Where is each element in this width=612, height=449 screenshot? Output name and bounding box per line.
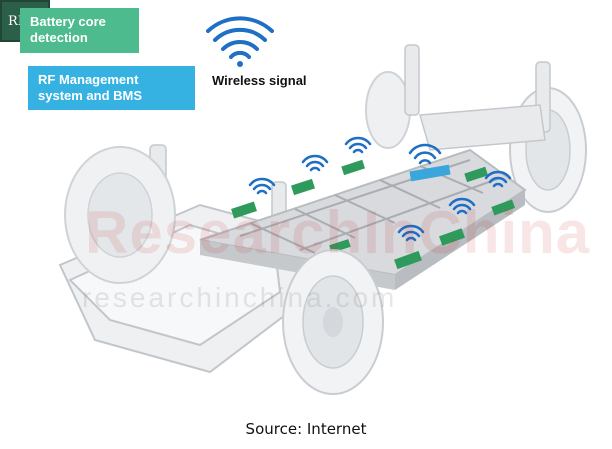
wifi-signal-icon <box>301 154 329 172</box>
wifi-signal-icon <box>248 177 276 195</box>
front-left-wheel <box>64 146 176 284</box>
wifi-signal-icon <box>408 143 442 165</box>
watermark-logo: ResearchInChina <box>85 199 591 266</box>
wireless-signal-label: Wireless signal <box>212 73 307 88</box>
bms-controller-module <box>409 164 451 182</box>
rf-management-label: RF Management system and BMS <box>28 66 195 110</box>
battery-core-detection-label: Battery core detection <box>20 8 139 53</box>
wifi-signal-icon <box>397 224 425 242</box>
source-caption: Source: Internet <box>245 420 367 438</box>
wifi-signal-icon <box>484 170 512 188</box>
wifi-signal-icon <box>344 136 372 154</box>
rear-left-wheel <box>365 71 411 149</box>
rear-suspension <box>404 44 551 151</box>
wifi-signal-icon <box>448 197 476 215</box>
watermark-url: researchinchina.com <box>82 282 398 313</box>
pack-signal-markers <box>248 136 512 242</box>
wifi-signal-icon <box>206 16 274 67</box>
front-right-wheel <box>282 249 384 395</box>
